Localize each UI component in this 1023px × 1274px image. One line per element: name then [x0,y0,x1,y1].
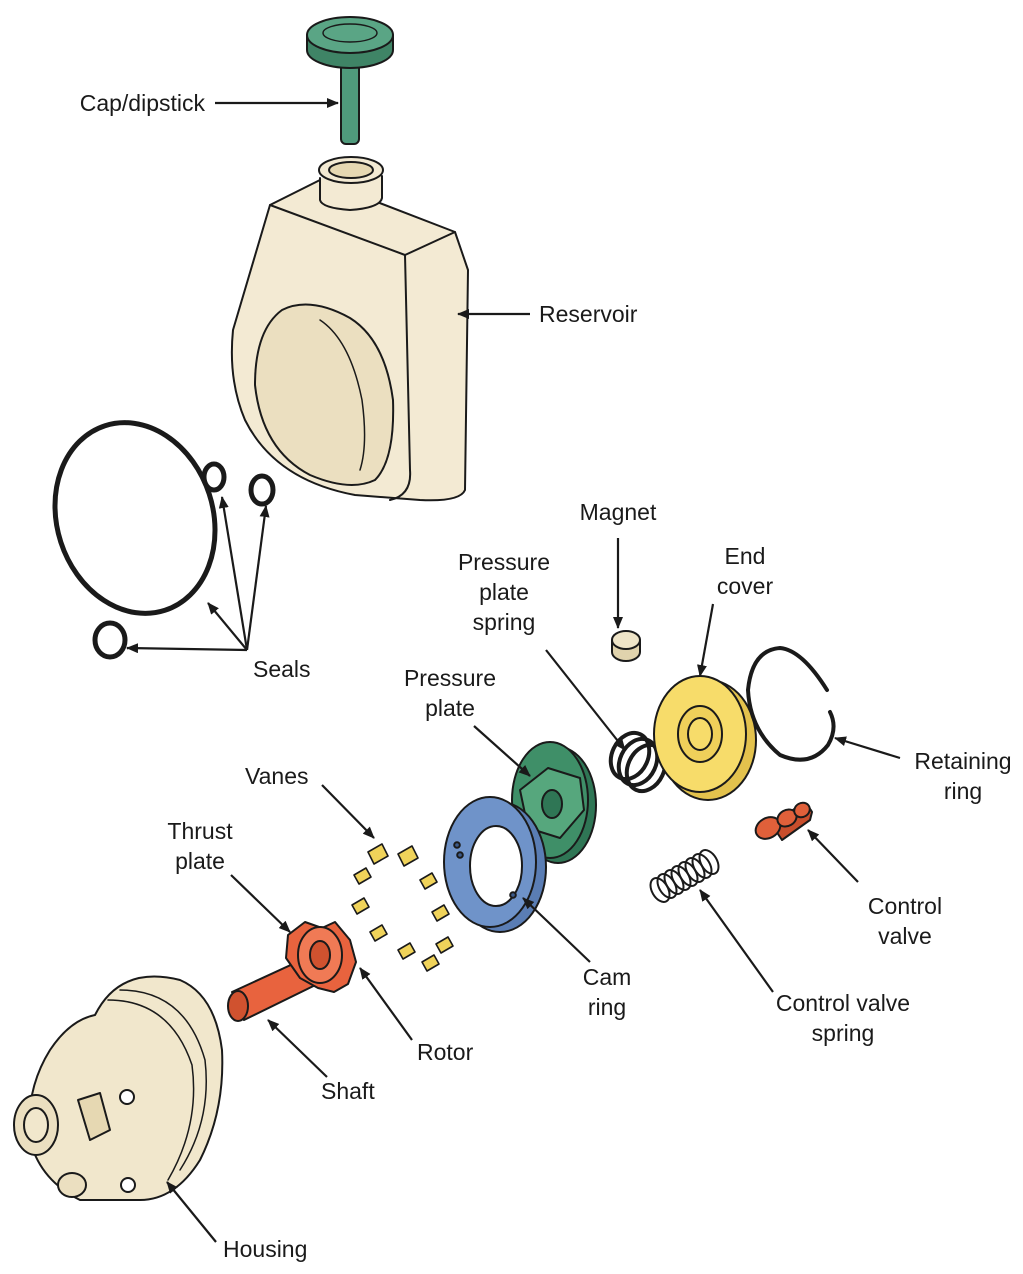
label-control-valve-spring-line2: spring [763,1018,923,1048]
arrow-shaft [268,1020,327,1077]
arrow-retaining-ring [835,738,900,758]
label-pressure-plate-spring-line1: Pressure [434,547,574,577]
arrow-rotor [360,968,412,1040]
arrow-vanes [322,785,374,838]
label-end-cover-line2: cover [695,571,795,601]
label-retaining-ring-line2: ring [903,776,1023,806]
arrow-seal-right [247,506,266,650]
label-cam-ring: Cam ring [562,962,652,1022]
arrow-control-valve [808,830,858,882]
label-control-valve-line1: Control [850,891,960,921]
label-rotor: Rotor [417,1037,473,1067]
cam-ring-part [444,797,546,932]
reservoir-part [232,157,468,500]
label-cam-ring-line2: ring [562,992,652,1022]
magnet-part [612,631,640,661]
label-control-valve-spring: Control valve spring [763,988,923,1048]
label-control-valve-line2: valve [850,921,960,951]
control-valve-spring-part [647,847,723,906]
arrow-seal-mid [222,497,247,650]
arrow-cam-ring [523,898,590,962]
label-pressure-plate-line2: plate [390,693,510,723]
label-shaft: Shaft [321,1076,375,1106]
control-valve-part [752,800,813,843]
seals-part [31,402,273,657]
cap-dipstick-part [307,17,393,144]
housing-part [14,977,222,1200]
arrow-control-valve-spring [700,890,773,992]
label-cap-dipstick: Cap/dipstick [80,88,205,118]
vanes-part [352,844,453,971]
label-retaining-ring-line1: Retaining [903,746,1023,776]
label-cam-ring-line1: Cam [562,962,652,992]
label-magnet: Magnet [558,497,678,527]
label-pressure-plate-spring-line2: plate [434,577,574,607]
arrow-end-cover [700,604,713,676]
label-housing: Housing [223,1234,307,1264]
label-seals: Seals [253,654,311,684]
label-pressure-plate-line1: Pressure [390,663,510,693]
label-control-valve: Control valve [850,891,960,951]
leader-arrows [127,103,900,1242]
arrow-pressure-plate-spring [546,650,625,750]
label-pressure-plate: Pressure plate [390,663,510,723]
arrow-pressure-plate [474,726,530,776]
label-thrust-plate-line2: plate [150,846,250,876]
arrow-seal-small [127,648,247,650]
label-vanes: Vanes [245,761,309,791]
label-retaining-ring: Retaining ring [903,746,1023,806]
arrow-thrust-plate [231,875,290,932]
label-thrust-plate: Thrust plate [150,816,250,876]
arrow-housing [167,1182,216,1242]
retaining-ring-part [748,648,834,760]
label-pressure-plate-spring: Pressure plate spring [434,547,574,637]
label-end-cover: End cover [695,541,795,601]
label-reservoir: Reservoir [539,299,637,329]
end-cover-part [654,676,756,800]
label-thrust-plate-line1: Thrust [150,816,250,846]
label-end-cover-line1: End [695,541,795,571]
label-control-valve-spring-line1: Control valve [763,988,923,1018]
label-pressure-plate-spring-line3: spring [434,607,574,637]
